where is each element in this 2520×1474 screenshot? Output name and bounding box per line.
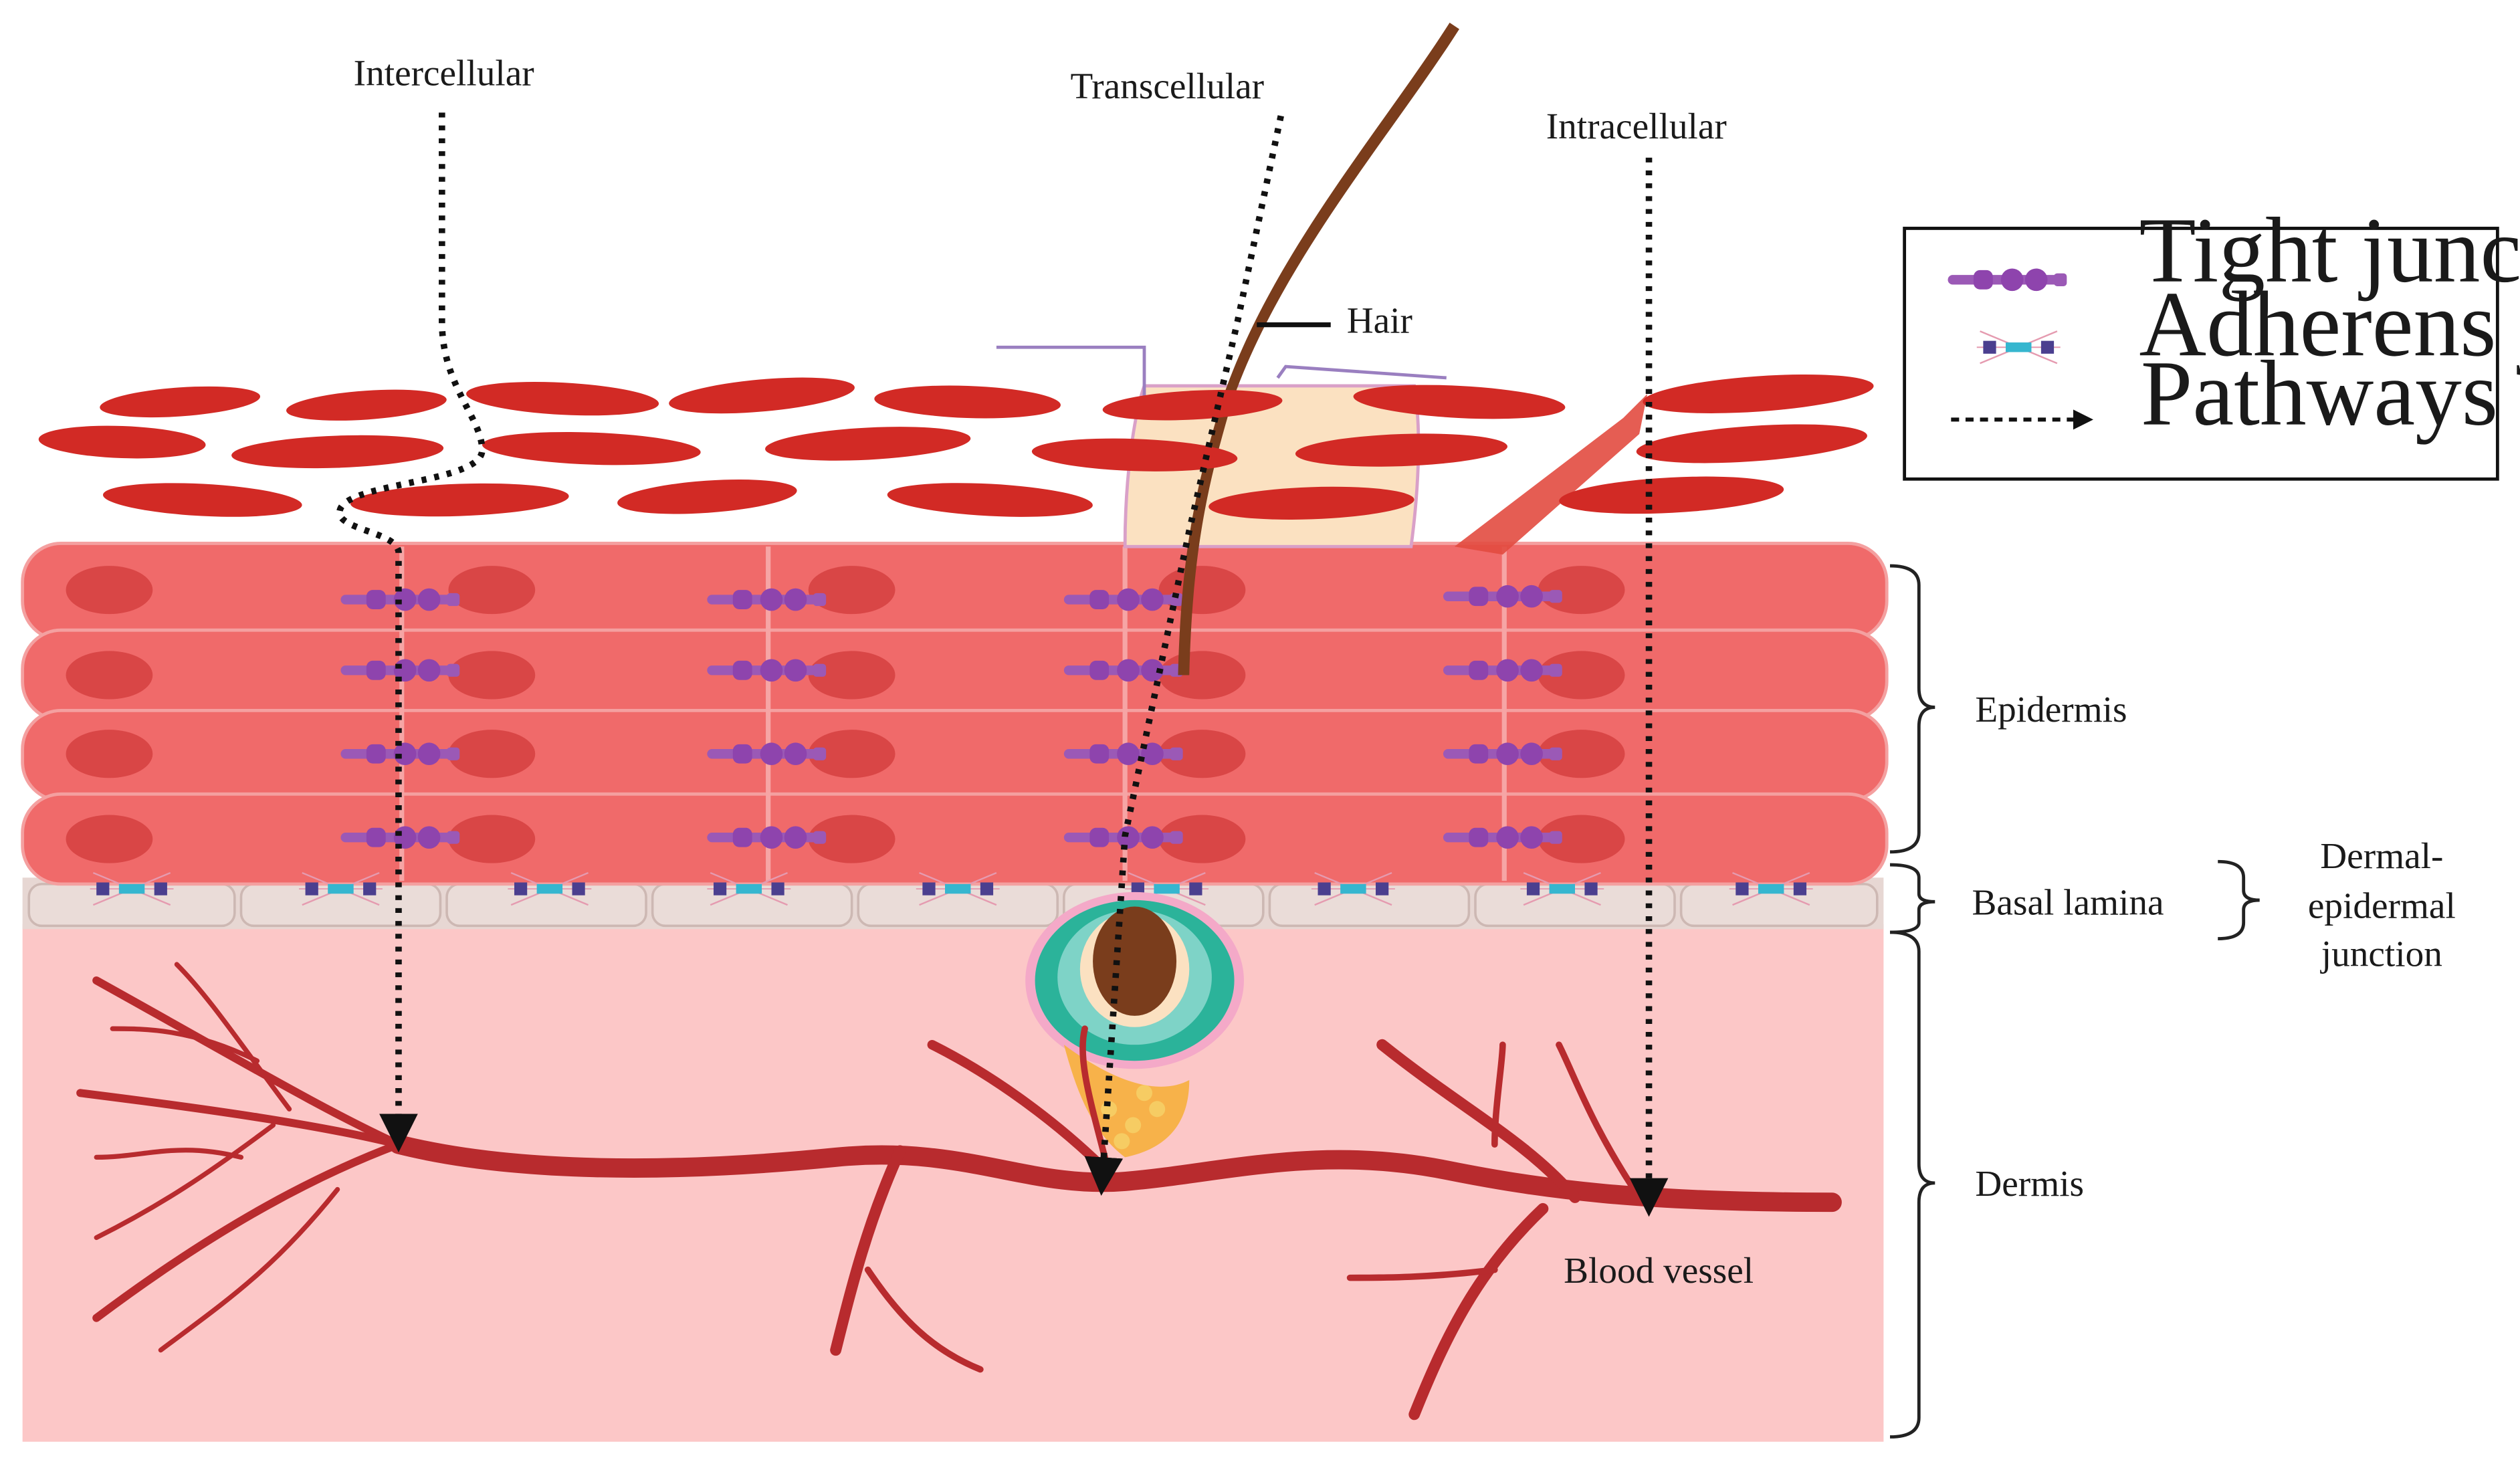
transcellular-label: Transcellular — [1070, 66, 1264, 106]
hair-label: Hair — [1347, 300, 1412, 341]
epidermis-label: Epidermis — [1975, 689, 2127, 730]
layer-braces — [1889, 564, 2260, 1439]
legend: Tight junction Adherens junction Pathway… — [1903, 199, 2520, 481]
transcellular-pathway-arrow — [1084, 115, 1284, 1196]
stratum-corneum — [38, 374, 1874, 520]
epidermis-layer — [21, 542, 1889, 906]
intracellular-label: Intracellular — [1546, 106, 1727, 146]
legend-tight-junction-label: Tight junction — [2139, 199, 2520, 302]
intercellular-label: Intercellular — [354, 53, 534, 94]
intercellular-pathway-arrow — [336, 112, 486, 1153]
dermis-label: Dermis — [1975, 1163, 2084, 1204]
dej-label-line2: epidermal — [2308, 885, 2456, 926]
legend-pathways-label: Pathways — [2141, 342, 2498, 445]
dej-label-line1: Dermal- — [2320, 835, 2443, 876]
legend-adherens-junction-label: Adherens junction — [2139, 273, 2520, 376]
blood-vessel — [76, 962, 1842, 1420]
blood-vessel-label: Blood vessel — [1564, 1250, 1754, 1291]
dej-label-line3: junction — [2320, 933, 2442, 974]
basal-lamina-label: Basal lamina — [1972, 882, 2164, 923]
